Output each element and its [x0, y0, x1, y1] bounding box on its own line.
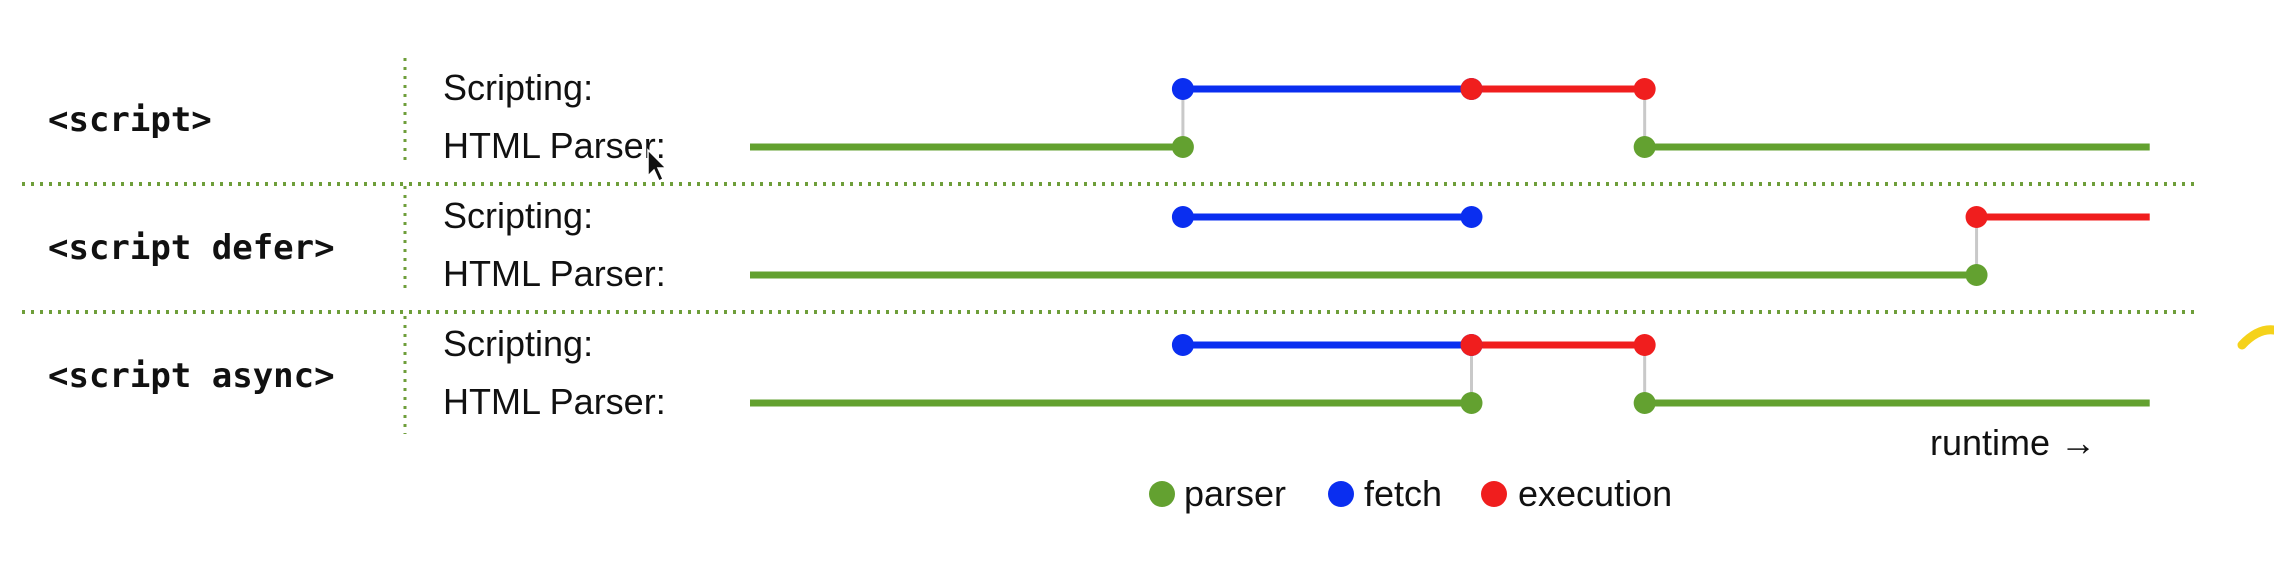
fetch-dot — [1171, 334, 1194, 356]
parser-dot — [1171, 136, 1194, 158]
fetch-dot — [1171, 78, 1194, 100]
script-async-tag-label: <script async> — [48, 356, 335, 396]
runtime-axis-label: runtime → — [1930, 422, 2096, 463]
scripting-row-label: Scripting: — [443, 67, 593, 108]
scripting-row-label: Scripting: — [443, 195, 593, 236]
parser-row-label: HTML Parser: — [443, 253, 666, 294]
legend-parser-dot — [1149, 481, 1175, 507]
parser-dot — [1633, 136, 1656, 158]
legend-fetch-dot — [1328, 481, 1354, 507]
script-defer-tag-label: <script defer> — [48, 228, 335, 268]
execution-dot — [1633, 78, 1656, 100]
execution-dot — [1965, 206, 1988, 228]
scripting-row-label: Scripting: — [443, 323, 593, 364]
yellow-annotation-mark — [2237, 325, 2274, 350]
legend-fetch-label: fetch — [1364, 473, 1442, 514]
parser-dot — [1965, 264, 1988, 286]
execution-dot — [1633, 334, 1656, 356]
legend: parser fetch execution — [1149, 473, 1672, 514]
execution-dot — [1460, 78, 1483, 100]
fetch-dot — [1171, 206, 1194, 228]
parser-row-label: HTML Parser: — [443, 381, 666, 422]
parser-dot — [1633, 392, 1656, 414]
fetch-dot — [1460, 206, 1483, 228]
legend-execution-dot — [1481, 481, 1507, 507]
mouse-cursor-icon — [647, 148, 668, 183]
parser-dot — [1460, 392, 1483, 414]
legend-parser-label: parser — [1184, 473, 1286, 514]
timelines — [750, 78, 2150, 414]
execution-dot — [1460, 334, 1483, 356]
parser-row-label: HTML Parser: — [443, 125, 666, 166]
script-tag-label: <script> — [48, 100, 212, 140]
legend-execution-label: execution — [1518, 473, 1672, 514]
